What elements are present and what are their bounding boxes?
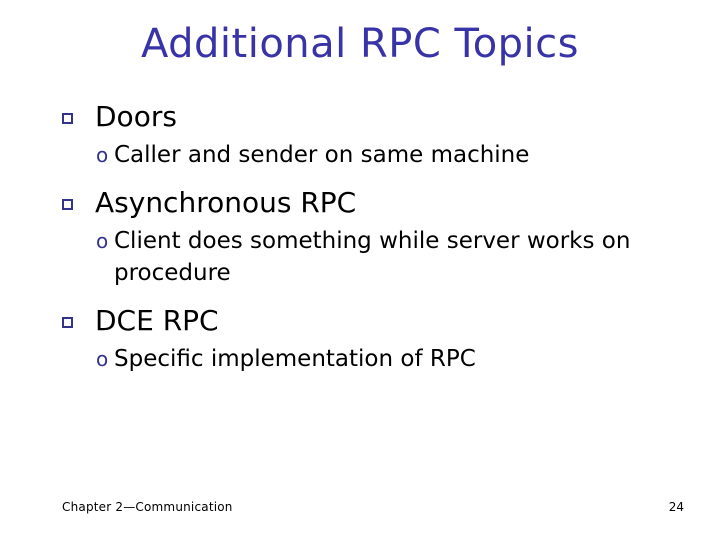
bullet-level2: o Caller and sender on same machine: [58, 140, 678, 172]
bullet-level1-label: DCE RPC: [95, 303, 219, 337]
bullet-group: DCE RPC o Specific implementation of RPC: [58, 304, 678, 376]
bullet-level2-label: Specific implementation of RPC: [114, 345, 476, 372]
bullet-level1: DCE RPC: [58, 304, 678, 338]
bullet-level1-label: Asynchronous RPC: [95, 185, 357, 219]
bullet-group: Asynchronous RPC o Client does something…: [58, 186, 678, 290]
slide-number: 24: [668, 500, 684, 514]
square-bullet-icon: [62, 113, 78, 129]
footer-chapter-label: Chapter 2—Communication: [62, 500, 233, 514]
bullet-level2-label: Client does something while server works…: [114, 228, 631, 286]
square-bullet-icon: [62, 316, 78, 333]
slide-footer: Chapter 2—Communication 24: [0, 500, 720, 518]
bullet-group: Doors o Caller and sender on same machin…: [58, 100, 678, 172]
bullet-level1: Doors: [58, 100, 678, 134]
circle-bullet-icon: o: [96, 143, 109, 168]
sub-bullet-list: o Client does something while server wor…: [58, 226, 678, 289]
bullet-level2: o Specific implementation of RPC: [58, 344, 678, 376]
page-title: Additional RPC Topics: [140, 21, 580, 67]
bullet-list: Doors o Caller and sender on same machin…: [58, 100, 678, 389]
bullet-level2: o Client does something while server wor…: [58, 226, 678, 289]
sub-bullet-list: o Caller and sender on same machine: [58, 140, 678, 172]
bullet-level1-label: Doors: [95, 100, 177, 133]
bullet-level1: Asynchronous RPC: [58, 186, 678, 220]
sub-bullet-list: o Specific implementation of RPC: [58, 344, 678, 376]
square-bullet-icon: [62, 198, 78, 215]
circle-bullet-icon: o: [96, 229, 109, 254]
bullet-level2-label: Caller and sender on same machine: [114, 142, 530, 169]
circle-bullet-icon: o: [96, 346, 109, 371]
